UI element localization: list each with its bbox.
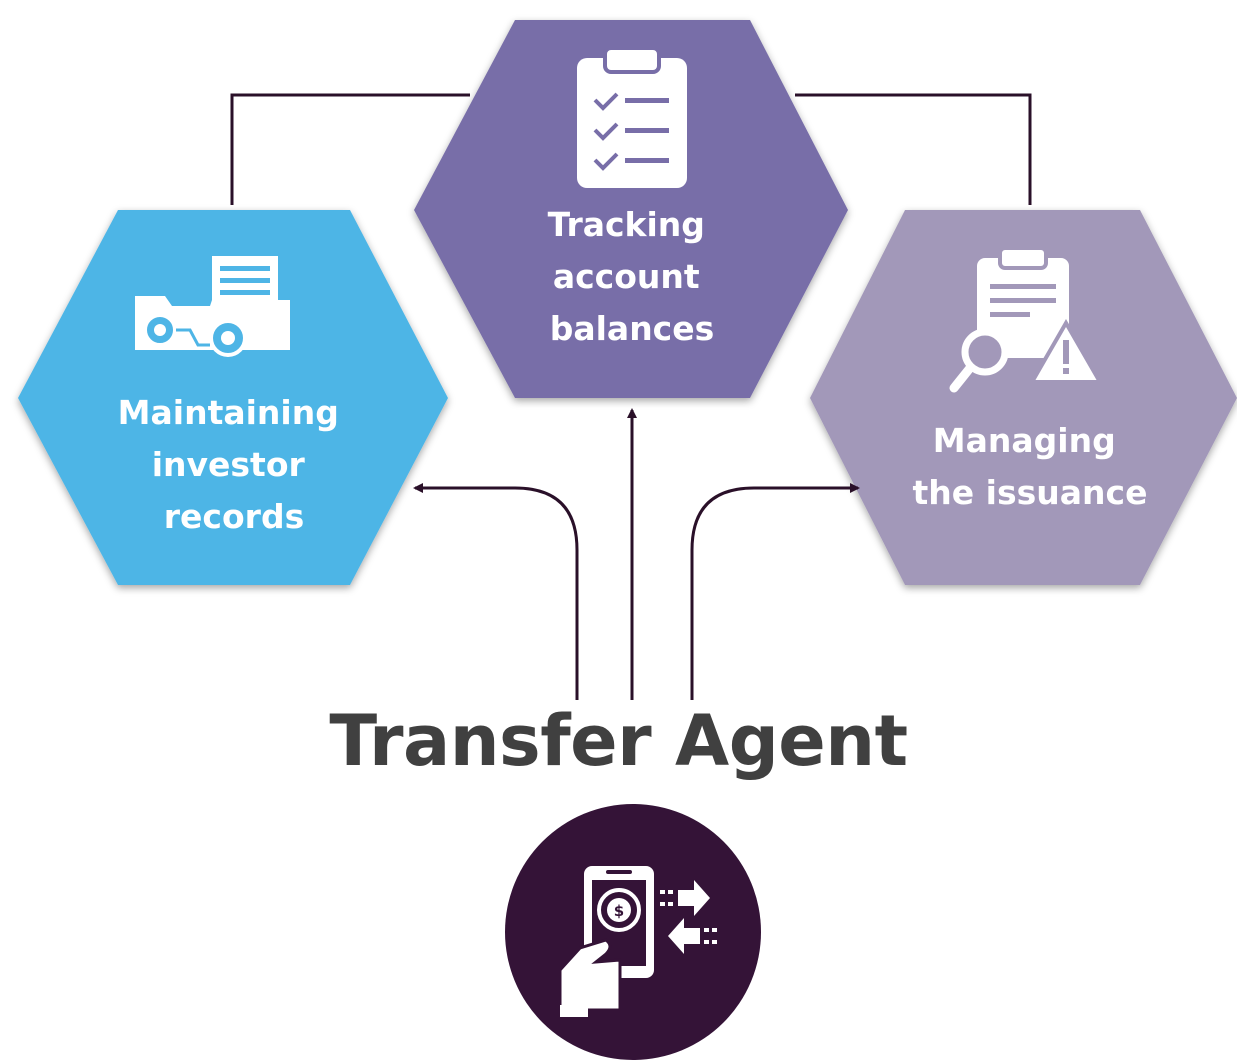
hexagon-tracking-account-balances: [414, 20, 848, 398]
label-line: account: [553, 257, 700, 296]
label-maintaining-investor-records: Maintaining investor records: [118, 393, 351, 536]
mobile-money-transfer-icon: $: [558, 866, 717, 1017]
clipboard-search-warning-icon: [949, 246, 1104, 393]
checklist-clipboard-icon: [577, 46, 687, 188]
label-managing-the-issuance: Managing the issuance: [913, 421, 1148, 512]
arrow-to-maintaining-investor-records: [413, 483, 579, 700]
hexagon-maintaining-investor-records: [18, 210, 448, 585]
label-tracking-account-balances: Tracking account balances: [548, 205, 717, 348]
folder-gears-icon: [135, 256, 290, 357]
label-line: Managing: [933, 421, 1116, 460]
label-line: records: [164, 497, 304, 536]
label-line: Maintaining: [118, 393, 339, 432]
label-line: balances: [550, 309, 715, 348]
diagram-title: Transfer Agent: [329, 700, 908, 782]
bracket-connector: [230, 93, 1032, 205]
label-line: investor: [152, 445, 306, 484]
label-line: the issuance: [913, 473, 1148, 512]
label-line: Tracking: [548, 205, 705, 244]
svg-text:$: $: [614, 902, 624, 920]
arrow-to-managing-the-issuance: [690, 483, 860, 700]
hexagon-managing-the-issuance: [810, 210, 1237, 585]
